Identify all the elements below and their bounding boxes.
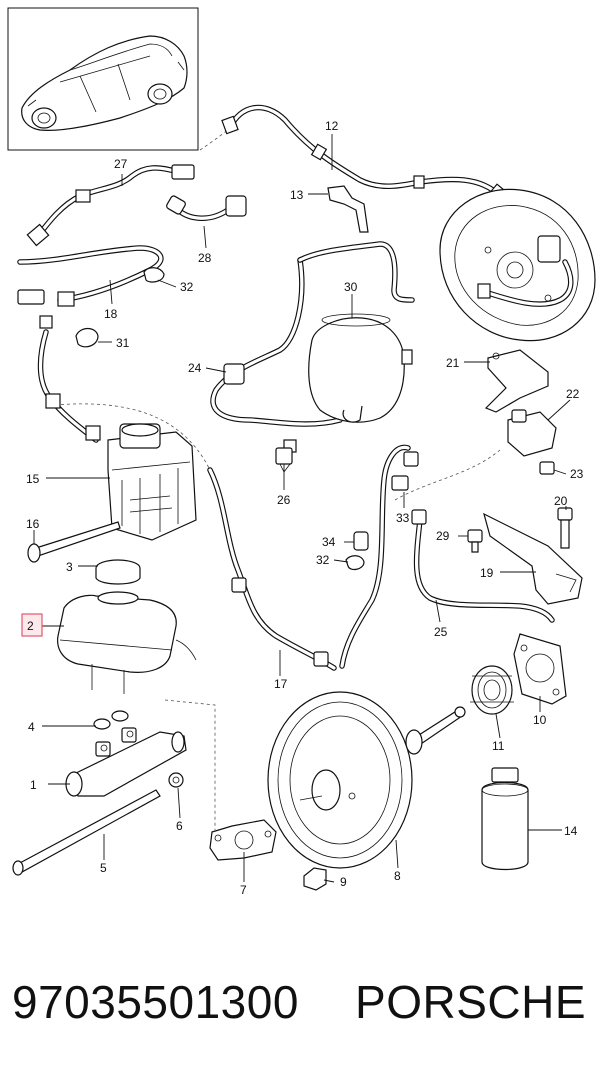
label-21[interactable]: 21 (446, 356, 460, 370)
valve-22 (507, 409, 557, 457)
label-26[interactable]: 26 (277, 493, 291, 507)
grommet-31 (75, 327, 99, 348)
clamp-32-lower (345, 555, 365, 571)
label-8[interactable]: 8 (394, 869, 401, 883)
hose-assembly-27 (26, 164, 247, 247)
bolt-20 (557, 507, 573, 549)
label-13[interactable]: 13 (290, 188, 304, 202)
label-31[interactable]: 31 (116, 336, 130, 350)
grommet-34 (353, 531, 369, 551)
footer: 97035501300 PORSCHE (0, 975, 600, 1045)
label-9[interactable]: 9 (340, 875, 347, 889)
highlight-box-2 (21, 613, 43, 637)
bracket-21 (484, 349, 549, 413)
leader-lines (33, 134, 571, 883)
line-33 (339, 444, 419, 669)
part-number: 97035501300 (12, 976, 299, 1028)
label-32-lower[interactable]: 32 (316, 553, 330, 567)
screw-29 (467, 529, 483, 553)
part-labels: 1 2 3 4 5 6 7 8 9 10 11 12 13 14 15 16 1… (26, 119, 584, 897)
label-34[interactable]: 34 (322, 535, 336, 549)
vacuum-chamber-30 (308, 313, 413, 423)
label-29[interactable]: 29 (436, 529, 450, 543)
label-17[interactable]: 17 (274, 677, 288, 691)
label-20[interactable]: 20 (554, 494, 568, 508)
clamp-32-top (143, 267, 165, 283)
brand-name: PORSCHE (355, 976, 586, 1028)
label-14[interactable]: 14 (564, 824, 578, 838)
screw-23 (539, 461, 555, 475)
car-thumbnail (7, 7, 199, 151)
gasket-7 (209, 819, 277, 861)
label-10[interactable]: 10 (533, 713, 547, 727)
label-24[interactable]: 24 (188, 361, 202, 375)
label-25[interactable]: 25 (434, 625, 448, 639)
rod-5 (12, 789, 161, 876)
line-18 (17, 245, 164, 329)
label-22[interactable]: 22 (566, 387, 580, 401)
gasket-10 (513, 633, 567, 705)
label-15[interactable]: 15 (26, 472, 40, 486)
seals-4 (93, 710, 129, 730)
master-cylinder-1 (65, 727, 187, 797)
label-1[interactable]: 1 (30, 778, 37, 792)
brake-booster-8 (267, 691, 466, 869)
bracket-19 (483, 512, 583, 605)
label-23[interactable]: 23 (570, 467, 584, 481)
label-27[interactable]: 27 (114, 157, 128, 171)
line-25 (411, 509, 555, 623)
label-5[interactable]: 5 (100, 861, 107, 875)
label-4[interactable]: 4 (28, 720, 35, 734)
reservoir-2 (57, 591, 197, 694)
line-24 (210, 241, 415, 453)
label-30[interactable]: 30 (344, 280, 358, 294)
label-6[interactable]: 6 (176, 819, 183, 833)
bolt-16 (27, 521, 121, 563)
nut-9 (303, 867, 327, 891)
hydraulic-unit-15 (107, 423, 197, 541)
bottle-14 (481, 767, 529, 871)
label-28[interactable]: 28 (198, 251, 212, 265)
washer-6 (168, 772, 184, 788)
label-12[interactable]: 12 (325, 119, 339, 133)
label-19[interactable]: 19 (480, 566, 494, 580)
parts-diagram: 1 2 3 4 5 6 7 8 9 10 11 12 13 14 15 16 1… (7, 7, 596, 897)
label-3[interactable]: 3 (66, 560, 73, 574)
label-2[interactable]: 2 (27, 619, 34, 633)
label-11[interactable]: 11 (492, 739, 505, 753)
hose-17 (207, 467, 337, 671)
clip-13 (327, 185, 369, 233)
label-16[interactable]: 16 (26, 517, 40, 531)
line-lower-left (37, 329, 101, 443)
label-32-top[interactable]: 32 (180, 280, 194, 294)
booster-rear-view (439, 188, 596, 342)
label-33[interactable]: 33 (396, 511, 410, 525)
label-18[interactable]: 18 (104, 307, 118, 321)
boot-11 (470, 665, 514, 715)
label-7[interactable]: 7 (240, 883, 247, 897)
cap-3 (95, 559, 141, 585)
